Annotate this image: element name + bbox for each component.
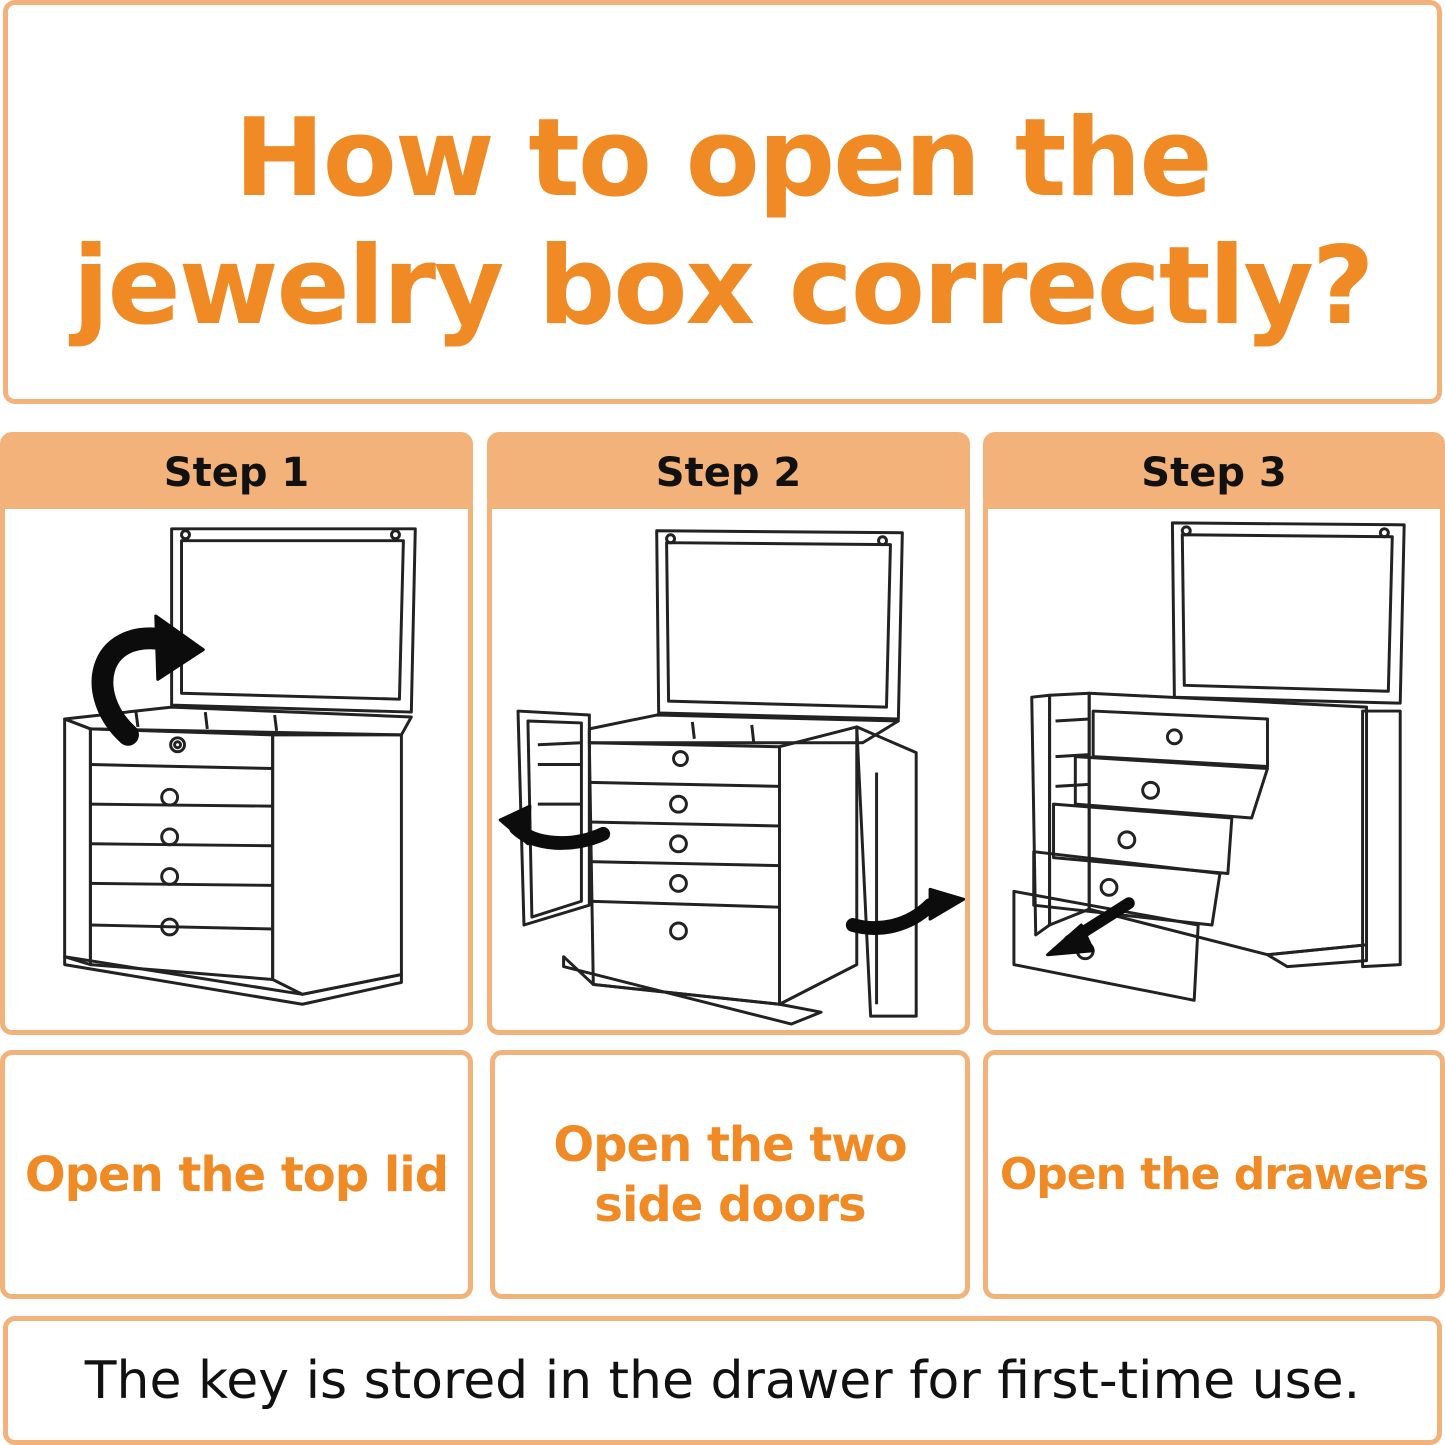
step-2-caption: Open the two side doors bbox=[547, 1115, 912, 1235]
step-2-card: Step 2 bbox=[487, 432, 970, 1035]
page-title-line-1: How to open the bbox=[234, 96, 1212, 221]
step-3-header: Step 3 bbox=[988, 437, 1440, 509]
footer-note: The key is stored in the drawer for firs… bbox=[84, 1350, 1361, 1411]
step-2-header: Step 2 bbox=[492, 437, 965, 509]
step-2-caption-line-2: side doors bbox=[594, 1176, 866, 1233]
title-panel: How to open the jewelry box correctly? bbox=[3, 0, 1442, 404]
step-1-card: Step 1 bbox=[0, 432, 473, 1035]
step-3-caption-line-1: Open the drawers bbox=[999, 1149, 1429, 1200]
step-3-caption: Open the drawers bbox=[994, 1147, 1434, 1202]
step-1-header: Step 1 bbox=[5, 437, 468, 509]
step-2-caption-card: Open the two side doors bbox=[490, 1050, 970, 1299]
step-3-illustration bbox=[988, 509, 1440, 1030]
step-2-illustration bbox=[492, 509, 965, 1030]
footer-panel: The key is stored in the drawer for firs… bbox=[3, 1316, 1442, 1445]
step-1-caption-card: Open the top lid bbox=[0, 1050, 473, 1299]
step-3-card: Step 3 bbox=[983, 432, 1445, 1035]
step-1-caption-line-1: Open the top lid bbox=[24, 1146, 449, 1203]
page-title-line-2: jewelry box correctly? bbox=[72, 224, 1374, 349]
step-1-caption: Open the top lid bbox=[19, 1145, 454, 1205]
step-2-caption-line-1: Open the two bbox=[553, 1116, 907, 1173]
step-3-caption-card: Open the drawers bbox=[983, 1050, 1445, 1299]
step-1-illustration bbox=[5, 509, 468, 1030]
